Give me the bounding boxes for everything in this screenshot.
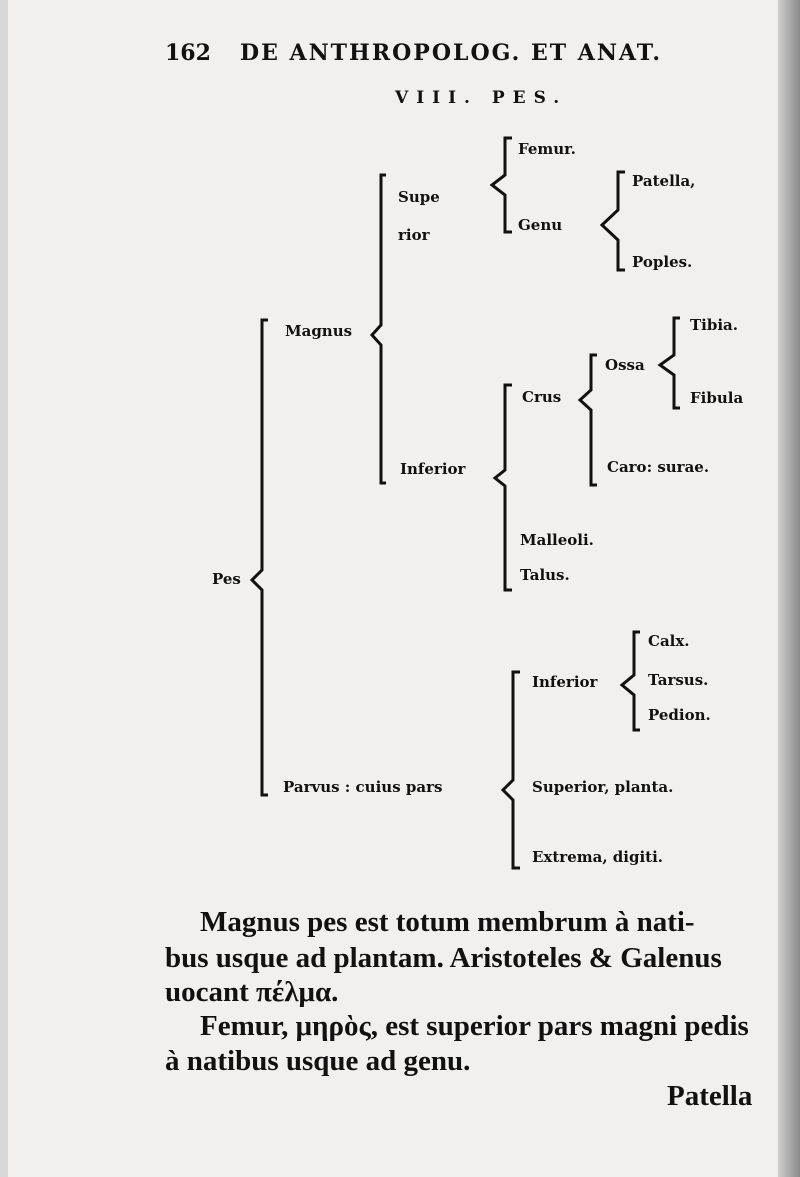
- catchword: Patella: [667, 1080, 753, 1112]
- body-line-5: à natibus usque ad genu.: [165, 1045, 471, 1077]
- running-title: DE ANTHROPOLOG. ET ANAT.: [240, 40, 662, 66]
- body-line-2: bus usque ad plantam. Aristoteles & Gale…: [165, 942, 722, 974]
- tree-caro-surae: Caro: surae.: [607, 458, 710, 476]
- tree-extrema-digiti: Extrema, digiti.: [532, 848, 664, 866]
- tree-poples: Poples.: [632, 253, 693, 271]
- tree-magnus: Magnus: [285, 322, 353, 340]
- body-line-1: Magnus pes est totum membrum à nati-: [200, 906, 695, 938]
- body-line-4: Femur, μηρὸς, est superior pars magni pe…: [200, 1010, 749, 1042]
- tree-parvus: Parvus : cuius pars: [283, 778, 443, 796]
- tree-inferior: Inferior: [400, 460, 466, 478]
- tree-fibula: Fibula: [690, 389, 744, 407]
- tree-ossa: Ossa: [605, 356, 645, 374]
- tree-parvus-inferior: Inferior: [532, 673, 598, 691]
- tree-genu: Genu: [518, 216, 563, 234]
- page-number: 162: [165, 40, 211, 66]
- section-title: VIII. PES.: [395, 88, 568, 108]
- tree-femur: Femur.: [518, 140, 576, 158]
- tree-calx: Calx.: [648, 632, 690, 650]
- body-line-3: uocant πέλμα.: [165, 976, 339, 1008]
- tree-crus: Crus: [522, 388, 562, 406]
- tree-root-pes: Pes: [212, 570, 241, 588]
- tree-pedion: Pedion.: [648, 706, 711, 724]
- page-left-edge: [0, 0, 8, 1177]
- page-right-edge: [778, 0, 800, 1177]
- tree-patella: Patella,: [632, 172, 696, 190]
- tree-superior-planta: Superior, planta.: [532, 778, 674, 796]
- tree-superior: Supe rior: [398, 188, 440, 244]
- tree-talus: Talus.: [520, 566, 570, 584]
- tree-tibia: Tibia.: [690, 316, 738, 334]
- tree-tarsus: Tarsus.: [648, 671, 709, 689]
- tree-malleoli: Malleoli.: [520, 531, 594, 549]
